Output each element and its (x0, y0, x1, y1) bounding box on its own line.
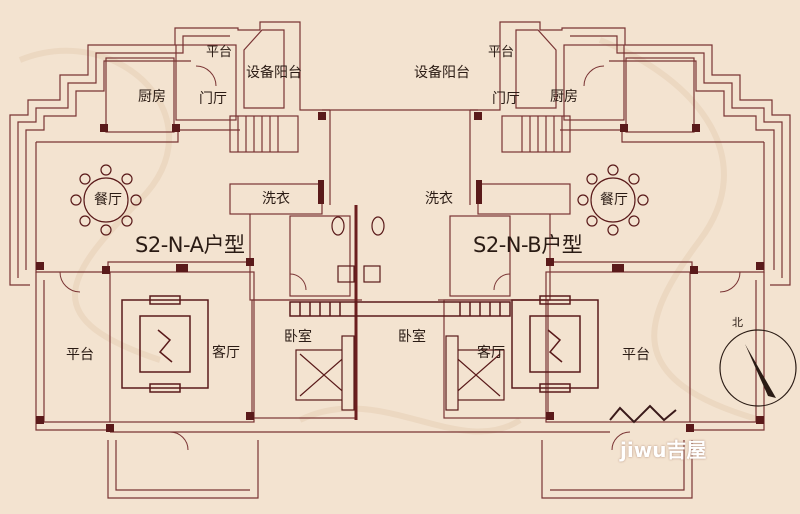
unit-b-living-label: 客厅 (477, 345, 505, 361)
north-label: 北 (732, 316, 743, 329)
unit-b-foyer-label: 门厅 (492, 91, 520, 107)
beds (295, 335, 505, 411)
watermark-logo: jiwu吉屋 (620, 438, 707, 462)
background-ornament (18, 37, 761, 435)
dining-table-a (70, 164, 142, 236)
unit-b-equipment-balcony-label: 设备阳台 (414, 65, 470, 81)
unit-b-kitchen-label: 厨房 (550, 89, 578, 105)
wardrobe (289, 301, 511, 317)
unit-a-platform-top-label: 平台 (206, 45, 233, 60)
unit-a-living-label: 客厅 (212, 345, 240, 361)
unit-a-bedroom-label: 卧室 (284, 329, 312, 345)
sofa-set-b (511, 295, 599, 393)
door-swings (59, 65, 741, 451)
unit-b-dining-label: 餐厅 (600, 192, 628, 208)
dining-table-b (577, 164, 649, 236)
unit-a-kitchen-label: 厨房 (138, 89, 166, 105)
unit-a-type-title: S2-N-A户型 (135, 233, 245, 257)
unit-b-walls (438, 21, 791, 499)
corner-mark (609, 404, 677, 424)
unit-b-bedroom-label: 卧室 (398, 329, 426, 345)
compass (719, 329, 797, 407)
unit-b-laundry-label: 洗衣 (425, 191, 453, 207)
bath-fixtures (331, 216, 385, 283)
unit-a-platform-side-label: 平台 (66, 347, 94, 363)
unit-a-equipment-balcony-label: 设备阳台 (246, 65, 302, 81)
unit-a-laundry-label: 洗衣 (262, 191, 290, 207)
unit-a-walls (9, 21, 610, 499)
unit-b-platform-top-label: 平台 (488, 45, 515, 60)
unit-a-dining-label: 餐厅 (94, 192, 122, 208)
unit-b-type-title: S2-N-B户型 (473, 233, 583, 257)
columns (36, 112, 764, 432)
unit-b-platform-side-label: 平台 (622, 347, 650, 363)
unit-a-foyer-label: 门厅 (199, 91, 227, 107)
sofa-set-a (121, 295, 209, 393)
